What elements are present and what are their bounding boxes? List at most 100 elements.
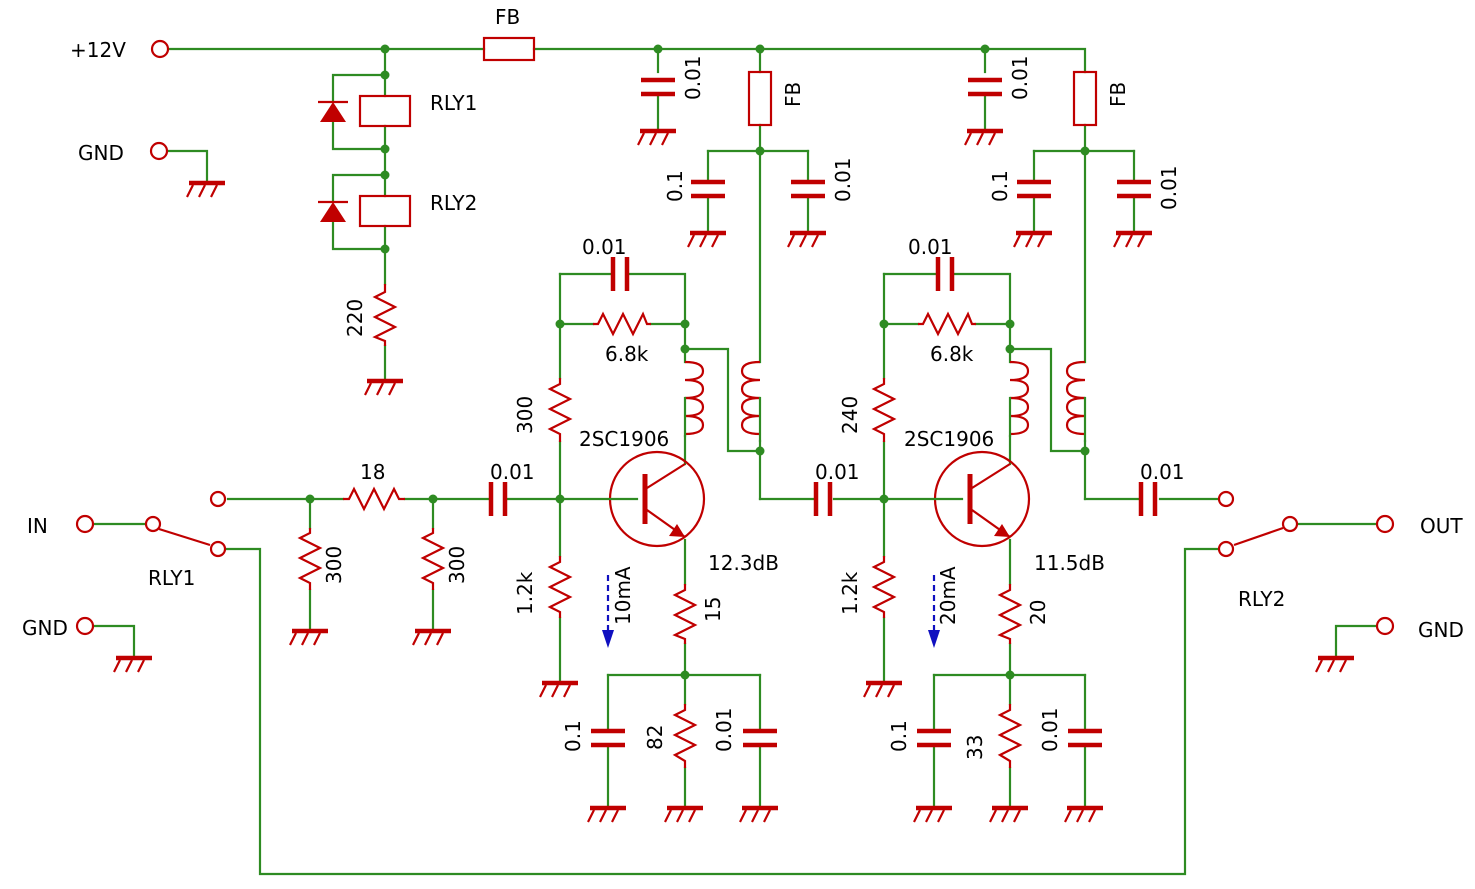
stage2-feedback-resistor [918, 311, 976, 337]
rly1-input-contact [209, 490, 227, 508]
main-fb-label: FB [495, 5, 520, 29]
relay-resistor-label: 220 [343, 299, 367, 337]
input-coupling-c-label: 0.01 [490, 460, 535, 484]
stage2-emitter-bypass-resistor [997, 704, 1023, 768]
gnd-out-terminal [1375, 616, 1395, 636]
stage1-emitter-resistor [672, 584, 698, 644]
stage2-emitter-cap-0.01 [1068, 728, 1102, 748]
rly2-diode [318, 200, 348, 222]
ground-icon [990, 808, 1028, 822]
stage1-fb-label: FB [781, 82, 805, 107]
stage2-current-arrow [928, 575, 940, 648]
stage1-emitter-r-label: 15 [701, 597, 725, 622]
ground-icon [1316, 658, 1354, 672]
stage2-feedback-cap [935, 257, 955, 291]
stage1-emitter-cap-0.1 [591, 728, 625, 748]
stage2-bias-bottom-label: 1.2k [838, 571, 862, 615]
stage2-output-winding [1065, 360, 1086, 436]
ground-icon [1114, 233, 1152, 247]
stage2-bias-top-label: 240 [838, 396, 862, 434]
inductors [683, 360, 1087, 443]
ground-icon [1014, 233, 1052, 247]
ground-icon [413, 631, 451, 645]
rly1-coil-label: RLY1 [430, 91, 477, 115]
in-terminal [75, 514, 95, 534]
stage1-collector-winding [684, 360, 705, 436]
stage1-emitter-c2-label: 0.01 [712, 707, 736, 752]
ground-icon [638, 131, 676, 145]
stage1-emitter-cap-0.01 [743, 728, 777, 748]
gnd-supply-terminal [149, 141, 169, 161]
stage2-collector-winding [1009, 360, 1030, 436]
in-label: IN [27, 514, 48, 538]
rly2-bypass-contact [1217, 540, 1235, 558]
vcc-label: +12V [70, 38, 126, 62]
stage1-bias-bottom-label: 1.2k [513, 571, 537, 615]
rly1-switch-label: RLY1 [148, 566, 195, 590]
ground-icon [114, 658, 152, 672]
stage2-bias-bottom-resistor [871, 556, 897, 618]
ground-icon [588, 808, 626, 822]
stage2-fb-label: FB [1106, 82, 1130, 107]
ground-icon [365, 381, 403, 395]
stage1-current-label: 10mA [611, 566, 635, 625]
stage2-fb-cap1-label: 0.1 [988, 170, 1012, 202]
stage2-gain-label: 11.5dB [1034, 551, 1105, 575]
stage2-emitter-c1-label: 0.1 [887, 720, 911, 752]
stage2-fb-cap-0.01 [1117, 179, 1151, 199]
stage1-output-winding [740, 360, 761, 436]
stage1-feedback-r-label: 6.8k [605, 342, 649, 366]
input-shunt-resistor-1 [297, 528, 323, 590]
capacitors [488, 77, 1158, 748]
stage1-fb-cap2-label: 0.01 [831, 157, 855, 202]
stage1-bias-top-resistor [547, 378, 573, 442]
stage1-feedback-resistor [593, 311, 651, 337]
stage1-emitter-bypass-resistor [672, 704, 698, 768]
ground-icon [688, 233, 726, 247]
rly2-output-contact [1217, 490, 1235, 508]
stage2-emitter-r2-label: 33 [963, 735, 987, 760]
supply-decoupling-cap-2 [968, 77, 1002, 97]
rly2-coil [358, 194, 412, 228]
stage2-feedback-r-label: 6.8k [930, 342, 974, 366]
input-shunt-r2-label: 300 [445, 546, 469, 584]
gnd-supply-label: GND [78, 141, 124, 165]
ground-icon [914, 808, 952, 822]
stage2-feedback-c-label: 0.01 [908, 235, 953, 259]
stage1-fb-cap-0.1 [691, 179, 725, 199]
stage2-bias-top-resistor [871, 378, 897, 442]
stage1-current-arrow [602, 575, 614, 648]
gnd-out-label: GND [1418, 618, 1464, 642]
vcc-terminal [150, 39, 170, 59]
stage1-ferrite-bead [747, 70, 773, 127]
stage2-ferrite-bead [1072, 70, 1098, 127]
stage2-transistor-label: 2SC1906 [904, 427, 994, 451]
stage1-gain-label: 12.3dB [708, 551, 779, 575]
rly2-switch-arm [1233, 526, 1284, 547]
terminals [75, 39, 1395, 636]
stage2-transistor [933, 450, 1031, 548]
labels: +12V GND IN GND OUT GND FB RLY1 RLY2 RLY… [22, 5, 1464, 760]
stage2-fb-cap2-label: 0.01 [1157, 165, 1181, 210]
stage1-fb-cap-0.01 [791, 179, 825, 199]
rly1-diode [318, 100, 348, 122]
interstage-coupling-cap [813, 482, 833, 516]
gnd-in-label: GND [22, 616, 68, 640]
ground-icon [788, 233, 826, 247]
junction-dots [305, 44, 1090, 680]
stage2-emitter-cap-0.1 [917, 728, 951, 748]
ground-icon [665, 808, 703, 822]
resistors [297, 311, 1023, 768]
out-terminal [1375, 514, 1395, 534]
stage1-fb-cap1-label: 0.1 [663, 170, 687, 202]
gnd-in-terminal [75, 616, 95, 636]
interstage-c-label: 0.01 [815, 460, 860, 484]
supply-decoupling-cap-1 [641, 77, 675, 97]
stage1-emitter-c1-label: 0.1 [561, 720, 585, 752]
ground-icon [740, 808, 778, 822]
stage1-transistor [608, 450, 706, 548]
ground-icon [290, 631, 328, 645]
input-series-r-label: 18 [360, 460, 385, 484]
rly1-bypass-contact [209, 540, 227, 558]
